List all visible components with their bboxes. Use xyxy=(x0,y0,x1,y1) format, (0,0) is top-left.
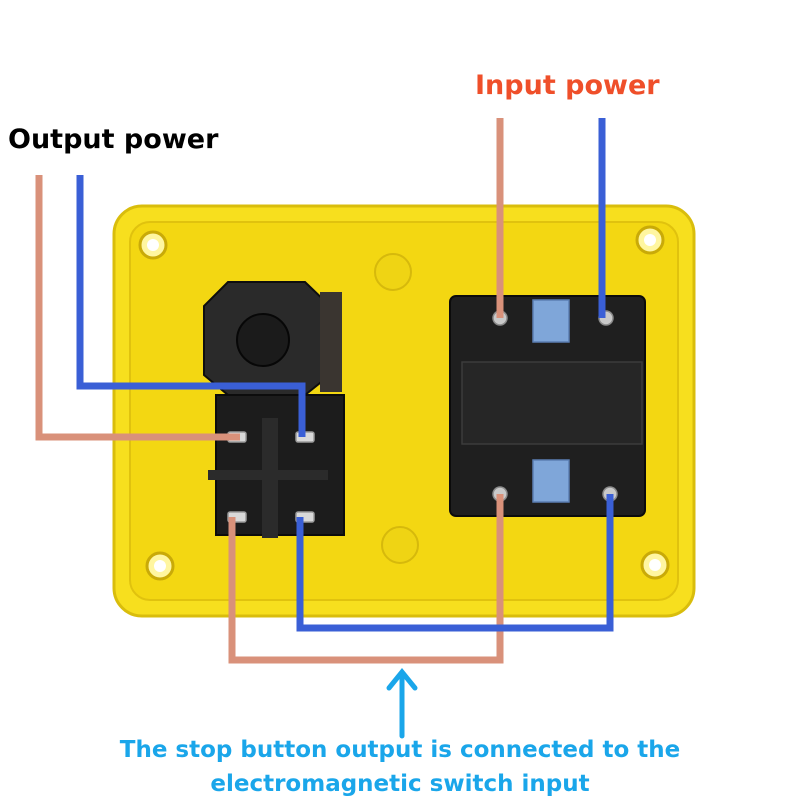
input-power-label: Input power xyxy=(475,70,660,101)
stop-button-switch xyxy=(203,281,345,538)
output-neutral-wire xyxy=(76,175,306,437)
boss xyxy=(381,526,419,564)
label-plate xyxy=(461,361,643,445)
output-live-wire xyxy=(35,175,240,441)
button-cap xyxy=(236,313,290,367)
terminal-button xyxy=(532,299,570,343)
caption-line-2: electromagnetic switch input xyxy=(210,771,590,797)
boss xyxy=(374,253,412,291)
caption: The stop button output is connected to t… xyxy=(0,733,800,801)
interconnect-neutral-wire xyxy=(296,494,614,632)
up-arrow-icon xyxy=(386,668,418,739)
caption-line-1: The stop button output is connected to t… xyxy=(119,737,681,763)
mounting-hole xyxy=(138,225,670,581)
output-power-label: Output power xyxy=(8,124,219,155)
interconnect-live-wire xyxy=(228,494,504,664)
electromagnetic-switch xyxy=(449,295,646,517)
terminal-button xyxy=(532,459,570,503)
wires xyxy=(35,118,614,664)
